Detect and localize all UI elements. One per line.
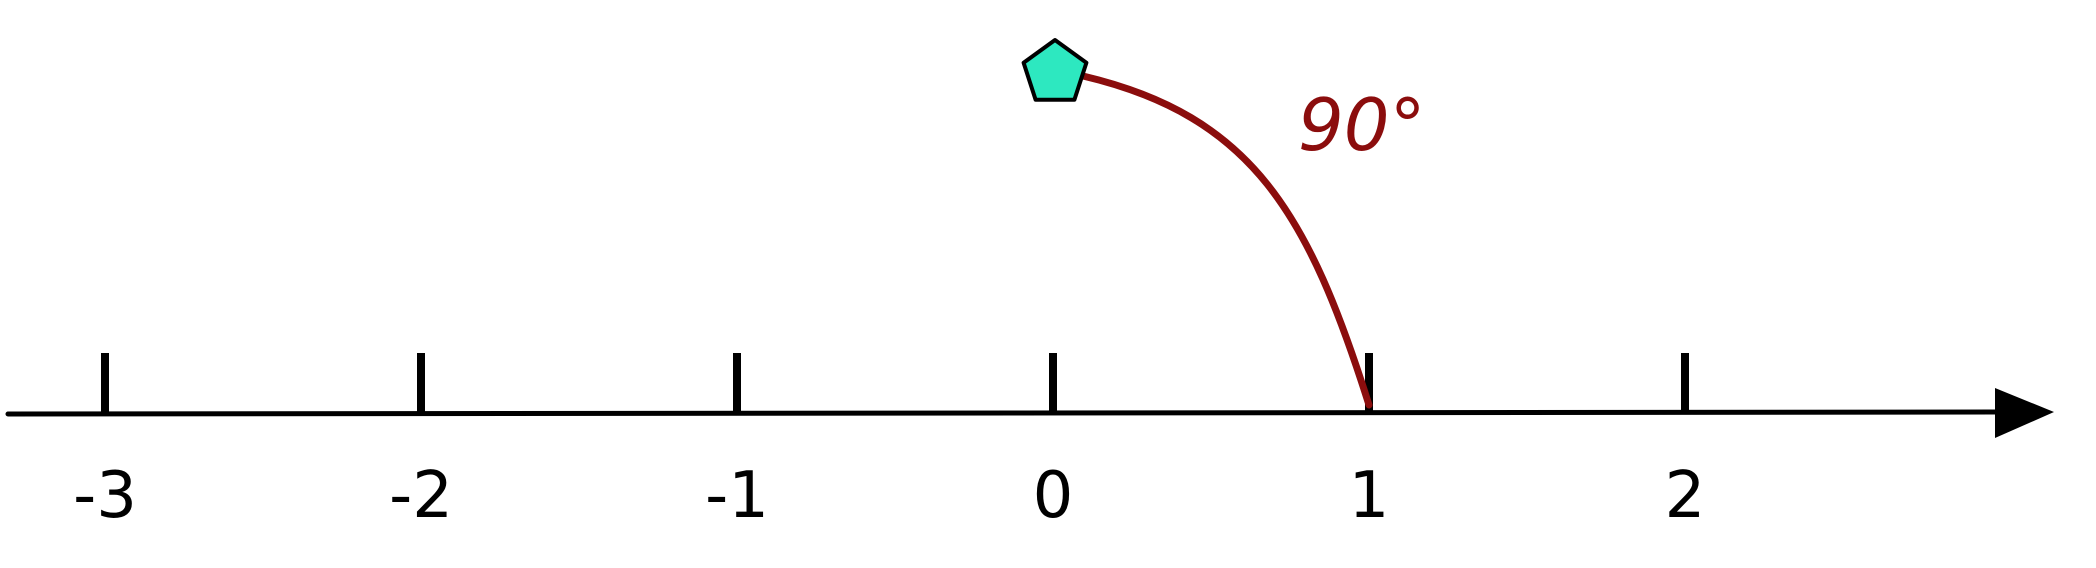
tick-label: 1	[1349, 459, 1390, 533]
tick-label: -3	[73, 459, 137, 533]
tick-marks	[101, 353, 1689, 413]
tick-labels: -3 -2 -1 0 1 2	[73, 459, 1705, 533]
rotation-arc	[1079, 72, 1373, 409]
axis-line	[5, 409, 1998, 417]
tick-label: -1	[705, 459, 769, 533]
angle-label: 90°	[1298, 83, 1426, 167]
tick-label: -2	[389, 459, 453, 533]
axis-arrowhead	[1995, 388, 2054, 438]
number-line-axis	[5, 388, 2054, 438]
tick-label: 0	[1033, 459, 1074, 533]
pentagon-icon	[1021, 38, 1089, 102]
tick-label: 2	[1665, 459, 1706, 533]
